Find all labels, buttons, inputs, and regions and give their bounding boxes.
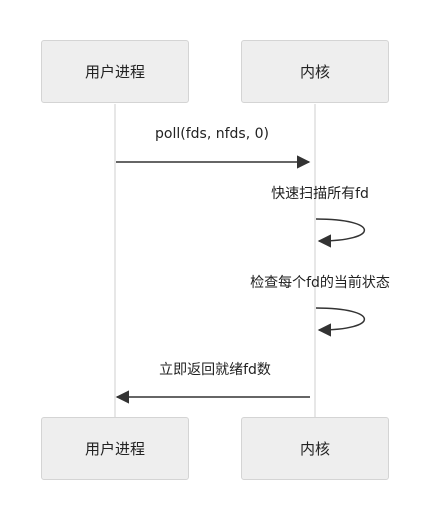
message-label-poll: poll(fds, nfds, 0): [155, 126, 269, 142]
actor-kernel-top: 内核: [241, 40, 389, 103]
actor-kernel-bottom: 内核: [241, 417, 389, 480]
message-label-return: 立即返回就绪fd数: [159, 362, 271, 378]
actor-user-process-bottom: 用户进程: [41, 417, 189, 480]
message-label-check: 检查每个fd的当前状态: [250, 275, 390, 291]
message-label-scan: 快速扫描所有fd: [271, 186, 369, 202]
self-arrow-scan: [315, 218, 365, 248]
self-arrow-check: [315, 307, 365, 337]
actor-user-process-top: 用户进程: [41, 40, 189, 103]
